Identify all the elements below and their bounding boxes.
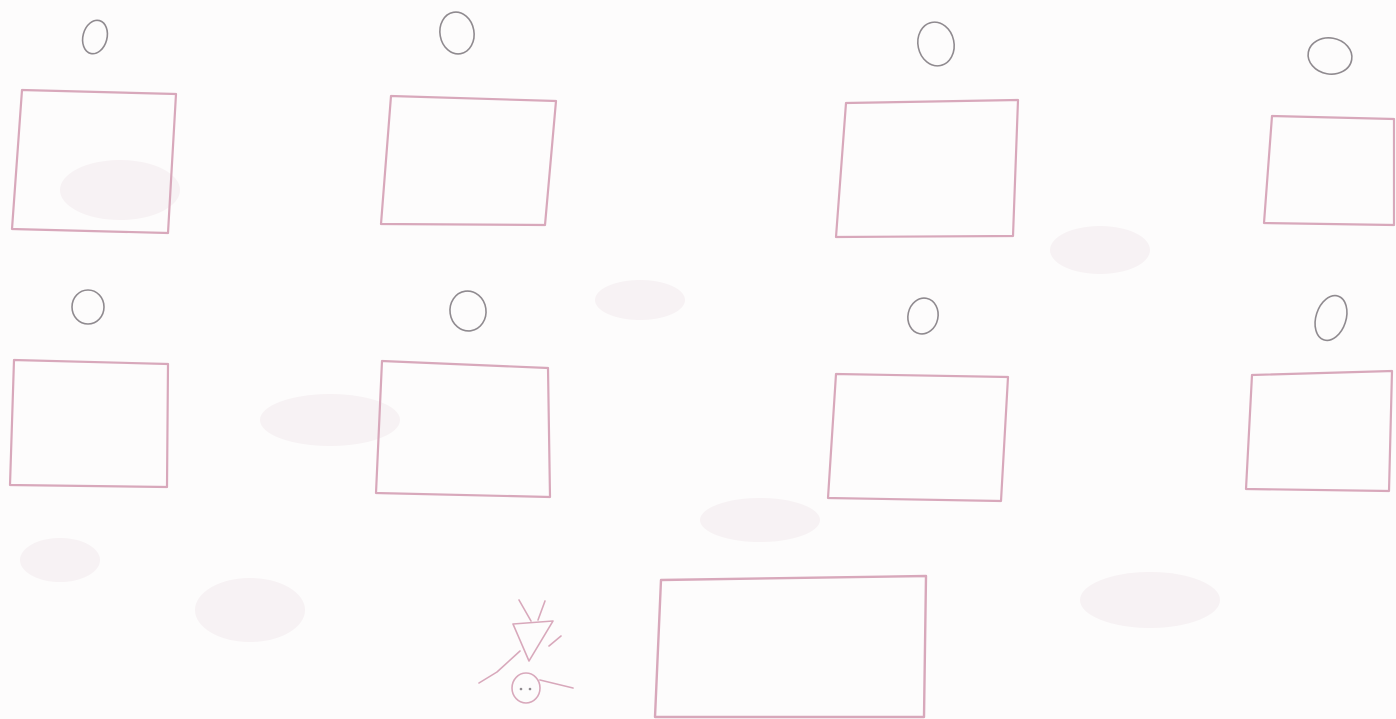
student-desk xyxy=(1246,371,1392,491)
student-head-circle xyxy=(1305,34,1355,77)
student-desk xyxy=(10,360,168,487)
seat-row-1 xyxy=(12,9,1394,237)
student-desk xyxy=(828,374,1008,501)
teacher-body xyxy=(513,621,553,661)
teacher-figure xyxy=(479,600,573,703)
student-desk xyxy=(381,96,556,225)
seat-row-2 xyxy=(10,289,1392,501)
teacher-head-icon xyxy=(512,673,540,703)
student-head-circle xyxy=(905,295,942,336)
seat-2-2 xyxy=(376,289,550,497)
student-head-circle xyxy=(79,17,111,56)
student-head-circle xyxy=(1310,291,1353,344)
teacher-area xyxy=(479,576,926,717)
teacher-desk xyxy=(655,576,926,717)
seat-2-3 xyxy=(828,295,1008,501)
seat-2-1 xyxy=(10,290,168,487)
student-desk xyxy=(1264,116,1394,225)
teacher-legs xyxy=(519,600,545,621)
seat-1-3 xyxy=(836,19,1018,237)
seat-2-4 xyxy=(1246,291,1392,491)
teacher-eye-left xyxy=(520,688,523,691)
student-desk xyxy=(836,100,1018,237)
student-head-circle xyxy=(914,19,958,70)
seat-1-4 xyxy=(1264,34,1394,225)
seat-1-2 xyxy=(381,9,556,225)
student-desk xyxy=(376,361,550,497)
student-head-circle xyxy=(447,289,488,334)
student-head-circle xyxy=(437,9,478,56)
paper-texture xyxy=(20,160,1220,642)
student-head-circle xyxy=(72,290,104,324)
teacher-arms xyxy=(479,636,573,688)
teacher-eye-right xyxy=(529,688,532,691)
